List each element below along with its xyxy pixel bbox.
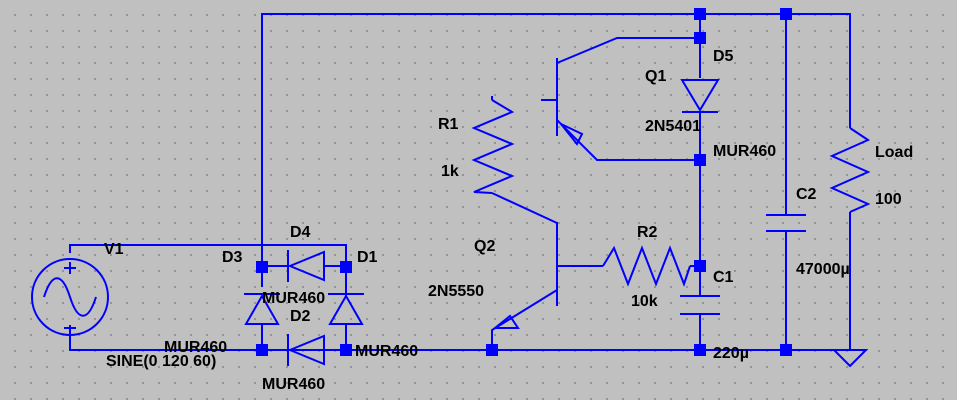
label-c1-value: 220µ <box>713 345 749 362</box>
junction-dot <box>694 260 706 272</box>
label-d1-part: MUR460 <box>355 343 418 360</box>
transistor-q1 <box>541 58 584 146</box>
label-r2-name: R2 <box>637 224 658 241</box>
junction-nodes <box>256 8 792 356</box>
capacitor-c1 <box>680 295 720 315</box>
label-d4-name: D4 <box>290 224 311 241</box>
label-load-value: 100 <box>875 191 902 208</box>
label-c1-name: C1 <box>713 269 734 286</box>
junction-dot <box>256 261 268 273</box>
label-d5-part: MUR460 <box>713 143 776 160</box>
junction-dot <box>486 344 498 356</box>
ground-icon <box>831 349 869 368</box>
capacitor-c2 <box>766 214 806 232</box>
resistor-load <box>829 127 871 213</box>
label-d2-part: MUR460 <box>262 376 325 393</box>
diode-d4 <box>268 250 340 282</box>
label-v1-name: V1 <box>104 241 124 258</box>
label-d5-name: D5 <box>713 48 734 65</box>
label-load-name: Load <box>875 144 913 161</box>
junction-dot <box>340 261 352 273</box>
diode-d1 <box>328 293 364 325</box>
junction-dot <box>340 344 352 356</box>
sine-source-icon <box>31 258 109 336</box>
junction-dot <box>694 344 706 356</box>
resistor-r1 <box>471 99 515 194</box>
label-c2-value: 47000µ <box>796 261 850 278</box>
junction-dot <box>256 344 268 356</box>
label-d3-part: MUR460 <box>164 339 227 356</box>
label-v1-value: SINE(0 120 60) <box>106 353 216 370</box>
label-q2-part: 2N5550 <box>428 283 484 300</box>
label-r1-name: R1 <box>438 116 459 133</box>
junction-dot <box>694 8 706 20</box>
diode-d5 <box>680 79 720 113</box>
resistor-r2 <box>602 245 691 287</box>
label-d3-name: D3 <box>222 249 243 266</box>
transistor-q2 <box>492 222 558 329</box>
label-d2-name: D2 <box>290 308 311 325</box>
label-q2-name: Q2 <box>474 238 495 255</box>
label-r1-value: 1k <box>441 163 459 180</box>
junction-dot <box>694 32 706 44</box>
label-d4-part: MUR460 <box>262 290 325 307</box>
label-d1-name: D1 <box>357 249 378 266</box>
diode-d2 <box>268 334 340 366</box>
component-labels: V1 SINE(0 120 60) D4 D3 D1 MUR460 D2 MUR… <box>104 48 913 393</box>
label-r2-value: 10k <box>631 293 658 310</box>
junction-dot <box>694 154 706 166</box>
label-c2-name: C2 <box>796 186 817 203</box>
diode-d3 <box>244 293 280 325</box>
label-q1-part: 2N5401 <box>645 118 701 135</box>
junction-dot <box>780 344 792 356</box>
junction-dot <box>780 8 792 20</box>
label-q1-name: Q1 <box>645 68 666 85</box>
